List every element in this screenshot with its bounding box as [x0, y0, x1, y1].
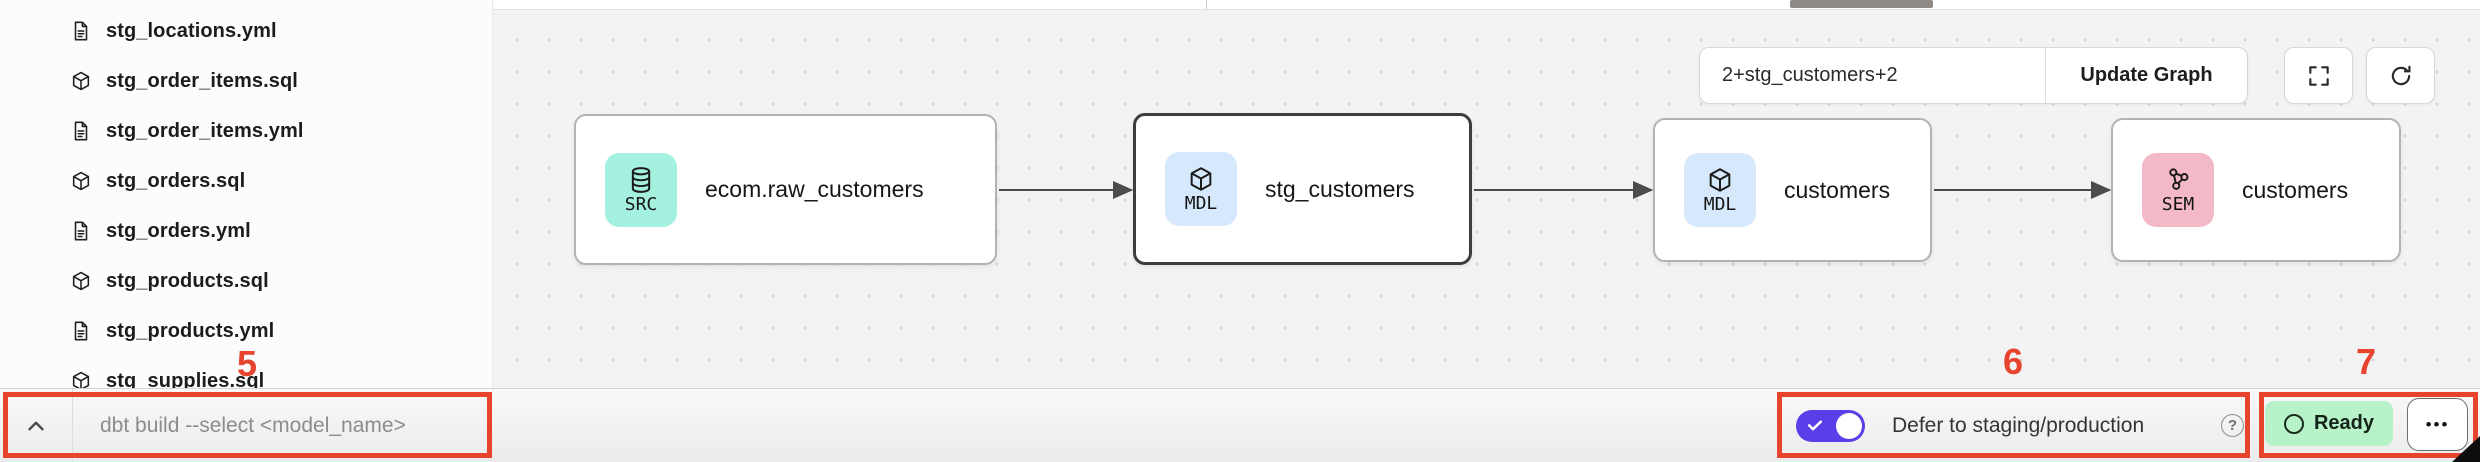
model-cube-icon [70, 70, 92, 92]
editor-tabstrip [493, 0, 2480, 10]
semantic-badge: SEM [2142, 153, 2214, 227]
graph-selector-combo: Update Graph [1699, 47, 2248, 104]
status-badge: Ready [2265, 401, 2393, 446]
document-icon [70, 20, 92, 42]
file-row-stg-orders-yml[interactable]: stg_orders.yml [0, 206, 492, 256]
fullscreen-button[interactable] [2284, 47, 2353, 104]
tab-divider [1206, 0, 1207, 9]
refresh-graph-button[interactable] [2366, 47, 2435, 104]
node-customers-model[interactable]: MDL customers [1653, 118, 1932, 262]
file-row-stg-order-items-yml[interactable]: stg_order_items.yml [0, 106, 492, 156]
document-icon [70, 220, 92, 242]
badge-label: SRC [624, 193, 658, 215]
file-row-stg-locations-yml[interactable]: stg_locations.yml [0, 6, 492, 56]
dbt-command-input[interactable] [100, 407, 620, 445]
help-icon[interactable]: ? [2221, 414, 2244, 437]
defer-toggle[interactable] [1796, 410, 1865, 442]
file-name: stg_products.yml [106, 319, 275, 342]
node-customers-semantic[interactable]: SEM customers [2111, 118, 2401, 262]
horizontal-scrollbar-thumb[interactable] [1790, 0, 1933, 8]
selector-input[interactable] [1700, 48, 2046, 103]
expand-command-panel-button[interactable] [16, 409, 56, 443]
refresh-icon [2391, 65, 2411, 85]
file-row-stg-products-yml[interactable]: stg_products.yml [0, 306, 492, 356]
file-row-stg-supplies-sql[interactable]: stg_supplies.sql [0, 356, 492, 388]
command-bar-divider [72, 389, 73, 462]
badge-label: MDL [1184, 193, 1218, 214]
document-icon [70, 120, 92, 142]
defer-label: Defer to staging/production [1892, 414, 2145, 437]
model-cube-icon [70, 370, 92, 388]
badge-label: SEM [2161, 194, 2195, 215]
file-explorer-sidebar: stg_locations.yml stg_order_items.sql st… [0, 0, 493, 388]
file-row-stg-products-sql[interactable]: stg_products.sql [0, 256, 492, 306]
model-badge: MDL [1165, 152, 1237, 226]
node-ecom-raw-customers[interactable]: SRC ecom.raw_customers [574, 114, 997, 265]
status-circle-icon [2283, 413, 2304, 434]
file-name: stg_orders.sql [106, 169, 246, 192]
file-name: stg_order_items.sql [106, 69, 298, 92]
node-label: ecom.raw_customers [705, 176, 924, 202]
model-cube-icon [70, 270, 92, 292]
model-badge: MDL [1684, 153, 1756, 227]
file-name: stg_products.sql [106, 269, 269, 292]
file-name: stg_order_items.yml [106, 119, 304, 142]
update-graph-button[interactable]: Update Graph [2046, 48, 2247, 103]
check-icon [1805, 415, 1825, 435]
database-icon [631, 166, 651, 193]
node-label: customers [2242, 176, 2349, 203]
chevron-up-icon [28, 421, 44, 431]
node-label: stg_customers [1265, 175, 1415, 202]
badge-label: MDL [1703, 194, 1737, 215]
toggle-knob [1836, 413, 1862, 439]
file-row-stg-orders-sql[interactable]: stg_orders.sql [0, 156, 492, 206]
status-text: Ready [2313, 412, 2375, 434]
node-stg-customers[interactable]: MDL stg_customers [1133, 113, 1472, 265]
file-name: stg_supplies.sql [106, 369, 265, 389]
cube-icon [1190, 167, 1212, 191]
model-cube-icon [70, 170, 92, 192]
file-row-stg-order-items-sql[interactable]: stg_order_items.sql [0, 56, 492, 106]
document-icon [70, 320, 92, 342]
fullscreen-icon [2308, 65, 2329, 86]
file-name: stg_locations.yml [106, 19, 277, 42]
semantic-graph-icon [2169, 168, 2189, 190]
source-badge: SRC [605, 152, 677, 227]
overflow-menu-button[interactable]: ••• [2407, 398, 2468, 451]
file-name: stg_orders.yml [106, 219, 251, 242]
command-bar: Defer to staging/production Ready ••• [0, 388, 2480, 462]
cube-icon [1709, 168, 1731, 192]
node-label: customers [1784, 176, 1891, 203]
